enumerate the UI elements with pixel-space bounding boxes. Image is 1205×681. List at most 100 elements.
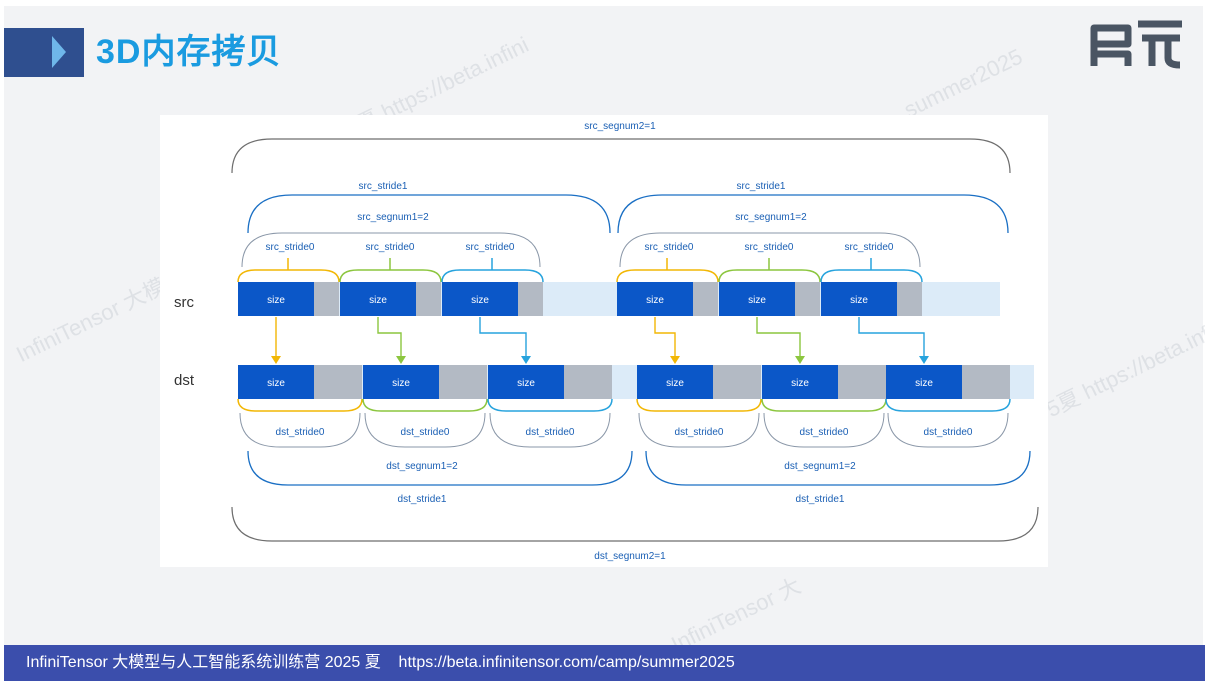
src-stride0-label: src_stride0 bbox=[645, 242, 694, 253]
dst-stride1-label: dst_stride1 bbox=[398, 494, 447, 505]
src-stride0-color-bracket bbox=[820, 269, 923, 283]
src-size-label: size bbox=[748, 295, 766, 306]
copy-arrow bbox=[377, 317, 402, 358]
dst-pad-block bbox=[962, 365, 1010, 399]
dst-pad-block bbox=[713, 365, 761, 399]
dst-stride0-bracket bbox=[239, 412, 361, 448]
dst-size-block bbox=[762, 365, 838, 399]
dst-stride0-label: dst_stride0 bbox=[276, 427, 325, 438]
src-stride1-label: src_stride1 bbox=[737, 181, 786, 192]
src-segnum1-label: src_segnum1=2 bbox=[735, 212, 807, 223]
copy-arrow-head bbox=[396, 356, 406, 364]
dst-row-label: dst bbox=[174, 372, 195, 389]
src-pad-block bbox=[897, 282, 922, 316]
dst-stride0-color-bracket bbox=[636, 398, 762, 412]
dst-stride0-bracket bbox=[887, 412, 1009, 448]
dst-segnum2-label: dst_segnum2=1 bbox=[594, 551, 666, 562]
dst-size-block bbox=[637, 365, 713, 399]
copy-arrow bbox=[479, 317, 527, 358]
src-stride0-label: src_stride0 bbox=[366, 242, 415, 253]
src-pad-block bbox=[518, 282, 543, 316]
src-size-label: size bbox=[267, 295, 285, 306]
dst-stride0-bracket bbox=[638, 412, 760, 448]
dst-pad-block bbox=[838, 365, 886, 399]
src-row-label: src bbox=[174, 294, 194, 311]
copy-arrow bbox=[654, 317, 676, 358]
logo bbox=[1090, 20, 1182, 69]
src-pad-block bbox=[314, 282, 339, 316]
src-size-label: size bbox=[369, 295, 387, 306]
diagram-panel bbox=[160, 115, 1048, 567]
src-pad-block bbox=[693, 282, 718, 316]
src-size-block bbox=[617, 282, 693, 316]
src-size-block bbox=[821, 282, 897, 316]
src-stride0-color-bracket bbox=[616, 269, 719, 283]
src-segnum1-inner-bracket bbox=[241, 232, 541, 268]
dst-stride0-label: dst_stride0 bbox=[526, 427, 575, 438]
src-stride0-label: src_stride0 bbox=[845, 242, 894, 253]
footer-course: InfiniTensor 大模型与人工智能系统训练营 2025 夏 bbox=[26, 654, 381, 671]
src-segnum1-label: src_segnum1=2 bbox=[357, 212, 429, 223]
copy-arrow bbox=[858, 317, 925, 358]
dst-stride0-label: dst_stride0 bbox=[401, 427, 450, 438]
copy-arrow-head bbox=[795, 356, 805, 364]
src-stride1-bracket bbox=[617, 194, 1009, 234]
dst-pad-block bbox=[564, 365, 612, 399]
copy-arrow-head bbox=[271, 356, 281, 364]
dst-stride1-label: dst_stride1 bbox=[796, 494, 845, 505]
src-size-label: size bbox=[850, 295, 868, 306]
dst-segnum1-label: dst_segnum1=2 bbox=[784, 461, 856, 472]
src-size-block bbox=[238, 282, 314, 316]
copy-arrow-head bbox=[670, 356, 680, 364]
dst-size-label: size bbox=[915, 378, 933, 389]
dst-stride0-color-bracket bbox=[362, 398, 488, 412]
dst-segnum1-label: dst_segnum1=2 bbox=[386, 461, 458, 472]
src-stride0-label: src_stride0 bbox=[745, 242, 794, 253]
src-size-block bbox=[340, 282, 416, 316]
logo-mark-left-top bbox=[1090, 24, 1132, 48]
copy-arrow-head bbox=[521, 356, 531, 364]
src-stride1-bracket bbox=[247, 194, 611, 234]
logo-mark-right bbox=[1138, 20, 1182, 69]
dst-stride0-label: dst_stride0 bbox=[675, 427, 724, 438]
src-segnum1-inner-bracket bbox=[619, 232, 921, 268]
dst-pad-block bbox=[314, 365, 362, 399]
dst-size-label: size bbox=[666, 378, 684, 389]
src-segnum2-bracket bbox=[231, 138, 1011, 174]
dst-segnum2-bracket bbox=[231, 506, 1039, 542]
src-size-label: size bbox=[646, 295, 664, 306]
src-stride0-label: src_stride0 bbox=[466, 242, 515, 253]
dst-stride0-bracket bbox=[364, 412, 486, 448]
dst-stride0-color-bracket bbox=[237, 398, 363, 412]
slide-title: 3D内存拷贝 bbox=[96, 33, 282, 71]
dst-stride0-color-bracket bbox=[487, 398, 613, 412]
src-stride0-color-bracket bbox=[441, 269, 544, 283]
src-pad-block bbox=[795, 282, 820, 316]
src-stride0-color-bracket bbox=[339, 269, 442, 283]
footer-text: InfiniTensor 大模型与人工智能系统训练营 2025 夏 https:… bbox=[26, 645, 735, 681]
src-size-label: size bbox=[471, 295, 489, 306]
dst-pad-block bbox=[439, 365, 487, 399]
dst-size-label: size bbox=[392, 378, 410, 389]
dst-size-block bbox=[238, 365, 314, 399]
dst-stride0-bracket bbox=[489, 412, 611, 448]
dst-size-block bbox=[363, 365, 439, 399]
dst-size-block bbox=[488, 365, 564, 399]
src-size-block bbox=[719, 282, 795, 316]
src-pad-block bbox=[416, 282, 441, 316]
dst-segnum1-bracket bbox=[247, 450, 633, 486]
copy-arrow-head bbox=[919, 356, 929, 364]
dst-stride0-label: dst_stride0 bbox=[924, 427, 973, 438]
dst-size-label: size bbox=[517, 378, 535, 389]
src-segnum2-label: src_segnum2=1 bbox=[584, 121, 656, 132]
copy-arrow bbox=[756, 317, 801, 358]
dst-size-block bbox=[886, 365, 962, 399]
dst-size-label: size bbox=[267, 378, 285, 389]
src-stride0-label: src_stride0 bbox=[266, 242, 315, 253]
chevron-right-icon bbox=[52, 36, 66, 68]
title-accent-bar bbox=[4, 28, 84, 77]
dst-segnum1-bracket bbox=[645, 450, 1031, 486]
footer-bar: InfiniTensor 大模型与人工智能系统训练营 2025 夏 https:… bbox=[4, 645, 1205, 681]
